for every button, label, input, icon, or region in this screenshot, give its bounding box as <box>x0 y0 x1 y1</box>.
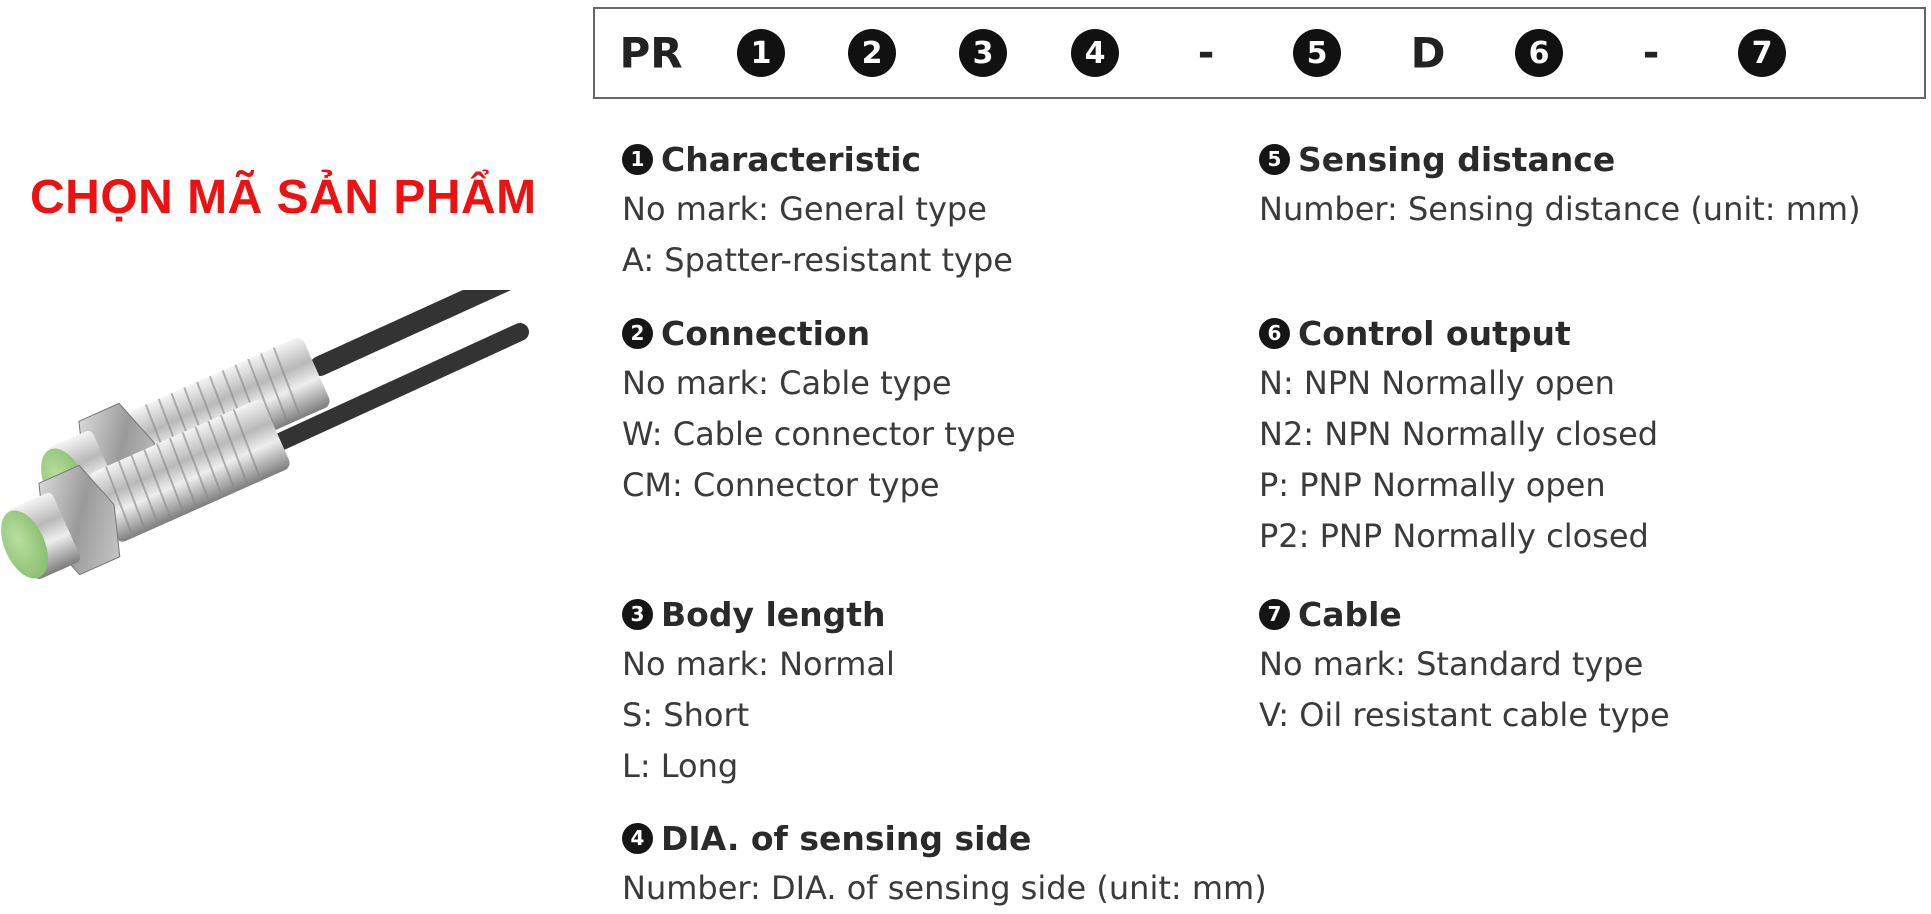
page-headline: CHỌN MÃ SẢN PHẨM <box>30 171 537 224</box>
option-line: No mark: General type <box>622 190 987 228</box>
option-line: P: PNP Normally open <box>1259 466 1606 504</box>
number-badge: 5 <box>1259 143 1290 175</box>
section-title: Control output <box>1298 313 1571 353</box>
sensor-lower <box>1 400 290 579</box>
option-line: Number: DIA. of sensing side (unit: mm) <box>622 869 1267 907</box>
section-cable: 7 Cable No mark: Standard type V: Oil re… <box>1259 589 1670 741</box>
option-line: L: Long <box>622 747 739 785</box>
section-title: Body length <box>661 594 886 634</box>
option-line: W: Cable connector type <box>622 415 1016 453</box>
number-badge: 6 <box>1259 317 1290 349</box>
number-badge: 7 <box>1259 598 1290 630</box>
sensing-face <box>1 510 48 579</box>
option-line: V: Oil resistant cable type <box>1259 696 1670 734</box>
option-line: N: NPN Normally open <box>1259 364 1615 402</box>
option-line: No mark: Cable type <box>622 364 952 402</box>
option-line: A: Spatter-resistant type <box>622 241 1013 279</box>
model-code-box: PR 1 2 3 4 - 5 D 6 - 7 <box>593 7 1926 99</box>
option-line: P2: PNP Normally closed <box>1259 517 1649 555</box>
option-line: Number: Sensing distance (unit: mm) <box>1259 190 1861 228</box>
cable-lower <box>271 323 529 451</box>
section-characteristic: 1 Characteristic No mark: General type A… <box>622 134 1013 286</box>
code-field-7: 7 <box>1738 29 1786 77</box>
code-field-2: 2 <box>848 29 896 77</box>
code-letter-d: D <box>1410 28 1446 78</box>
code-field-5: 5 <box>1293 29 1341 77</box>
option-line: CM: Connector type <box>622 466 940 504</box>
section-body-length: 3 Body length No mark: Normal S: Short L… <box>622 589 895 792</box>
number-badge: 2 <box>622 317 653 349</box>
code-field-4: 4 <box>1071 29 1119 77</box>
option-line: No mark: Normal <box>622 645 895 683</box>
code-prefix: PR <box>619 28 683 78</box>
cable-upper <box>310 290 512 376</box>
section-connection: 2 Connection No mark: Cable type W: Cabl… <box>622 308 1016 511</box>
option-line: S: Short <box>622 696 750 734</box>
option-line: N2: NPN Normally closed <box>1259 415 1659 453</box>
number-badge: 1 <box>622 143 653 175</box>
section-dia-sensing-side: 4 DIA. of sensing side Number: DIA. of s… <box>622 813 1267 914</box>
section-sensing-distance: 5 Sensing distance Number: Sensing dista… <box>1259 134 1861 235</box>
code-field-1: 1 <box>737 29 785 77</box>
section-title: Sensing distance <box>1298 139 1616 179</box>
code-separator: - <box>1197 30 1215 76</box>
code-field-6: 6 <box>1515 29 1563 77</box>
section-title: Connection <box>661 313 871 353</box>
code-separator: - <box>1642 30 1660 76</box>
section-title: DIA. of sensing side <box>661 818 1032 858</box>
proximity-sensor-image <box>1 290 529 579</box>
code-field-3: 3 <box>959 29 1007 77</box>
number-badge: 3 <box>622 598 653 630</box>
section-title: Characteristic <box>661 139 922 179</box>
option-line: No mark: Standard type <box>1259 645 1644 683</box>
number-badge: 4 <box>622 822 653 854</box>
section-title: Cable <box>1298 594 1402 634</box>
section-control-output: 6 Control output N: NPN Normally open N2… <box>1259 308 1658 562</box>
